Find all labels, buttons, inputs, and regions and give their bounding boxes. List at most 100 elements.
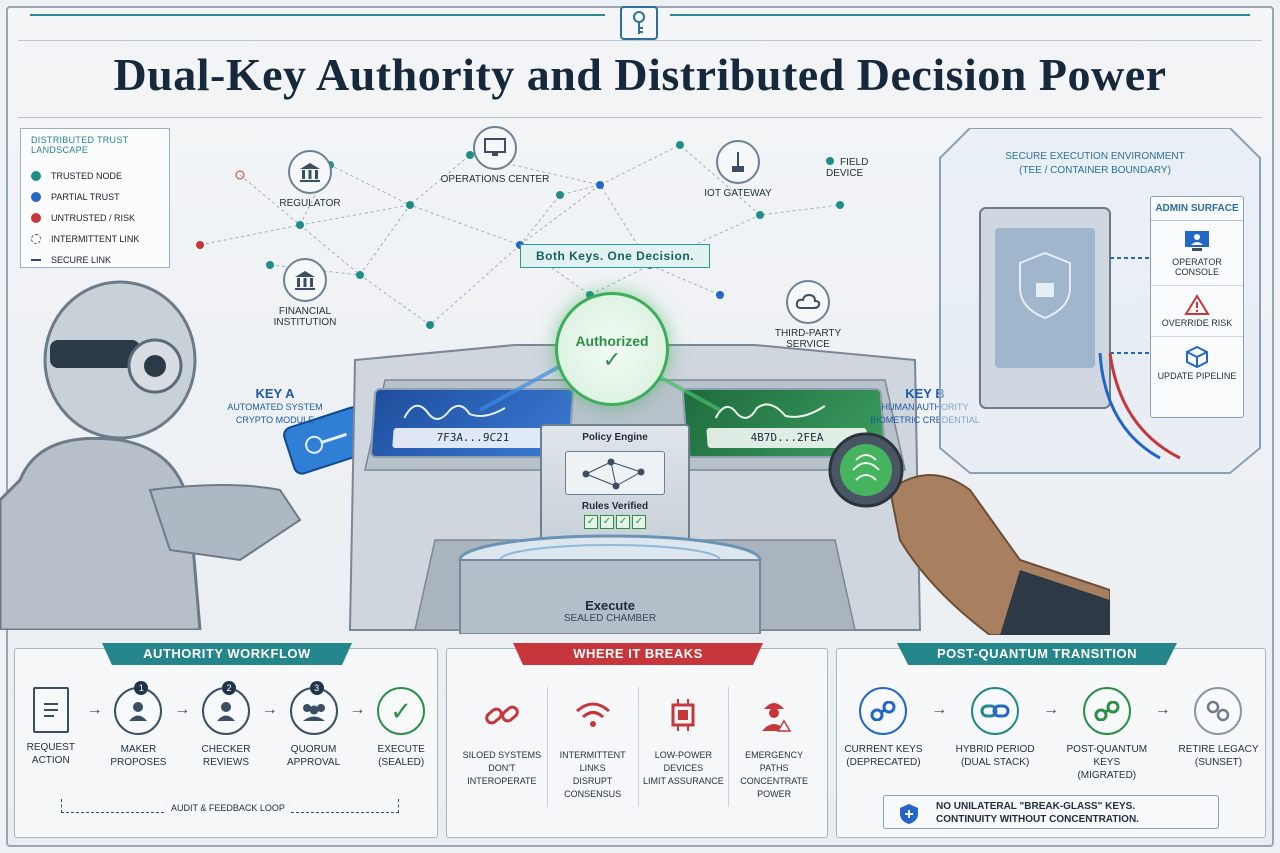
pq-steps: Current Keys(Deprecated) → Hybrid Period… xyxy=(837,687,1265,782)
node-field-device: Field Device xyxy=(826,157,869,179)
execution-pedestal xyxy=(458,534,762,634)
rule-checks: ✓✓✓✓ xyxy=(542,515,688,529)
pq-step-current: Current Keys(Deprecated) xyxy=(838,687,928,782)
key-emblem-icon xyxy=(620,6,658,40)
authorized-seal: Authorized ✓ xyxy=(555,292,669,406)
key-b-label: Key B Human Authority Biometric Credenti… xyxy=(870,386,980,425)
admin-heading: Admin Surface xyxy=(1151,197,1243,221)
break-siloed-systems: Siloed SystemsDon't Interoperate xyxy=(457,687,548,807)
legend-item-trusted: Trusted Node xyxy=(31,165,159,186)
legend-item-untrusted: Untrusted / Risk xyxy=(31,207,159,228)
teal-dot-icon xyxy=(31,170,41,181)
workflow-step-quorum: 3 QuorumApproval xyxy=(286,681,341,768)
pq-step-retire: Retire Legacy(Sunset) xyxy=(1173,687,1263,782)
workflow-step-request: RequestAction xyxy=(15,687,87,767)
workflow-title: Authority Workflow xyxy=(102,643,352,665)
rules-verified-label: Rules Verified xyxy=(581,501,649,512)
arrow-right-icon: → xyxy=(261,701,278,718)
secure-environment-label: Secure Execution Environment (TEE / Cont… xyxy=(1005,151,1185,176)
shield-icon xyxy=(898,802,920,830)
node-iot-gateway: IoT Gateway xyxy=(696,140,780,199)
package-icon xyxy=(1155,345,1239,371)
monitor-icon xyxy=(473,126,517,170)
workflow-steps: RequestAction → 1 MakerProposes → 2 Chec… xyxy=(15,681,437,769)
both-keys-banner: Both Keys. One Decision. xyxy=(520,244,710,268)
human-hand-illustration xyxy=(828,432,1110,635)
check-icon: ✓ xyxy=(602,347,622,372)
top-rule-left xyxy=(30,14,605,16)
admin-item-override-risk[interactable]: Override Risk xyxy=(1151,286,1243,337)
trust-legend: Distributed Trust Landscape Trusted Node… xyxy=(20,128,170,268)
arrow-right-icon: → xyxy=(931,701,948,718)
key-a-code: 7F3A...9C21 xyxy=(392,428,554,448)
continuity-note: No Unilateral "Break-Glass" Keys. Contin… xyxy=(883,795,1219,829)
chain-icon xyxy=(971,687,1020,735)
wifi-icon xyxy=(575,702,610,727)
where-it-breaks-panel: Where It Breaks Siloed SystemsDon't Inte… xyxy=(446,643,828,838)
legend-item-secure: Secure Link xyxy=(31,249,159,270)
admin-item-update-pipeline[interactable]: Update Pipeline xyxy=(1151,337,1243,389)
link-icon xyxy=(859,687,908,735)
arrow-right-icon: → xyxy=(1042,701,1059,718)
breaks-title: Where It Breaks xyxy=(513,643,763,665)
group-icon: 3 xyxy=(289,681,338,735)
pq-title: Post-Quantum Transition xyxy=(897,643,1177,665)
authority-workflow-panel: Authority Workflow RequestAction → 1 Mak… xyxy=(14,643,438,838)
key-a-label: Key A Automated System Crypto Module xyxy=(227,386,323,425)
post-quantum-panel: Post-Quantum Transition Current Keys(Dep… xyxy=(836,643,1266,838)
policy-engine: Policy Engine Rules Verified ✓✓✓✓ xyxy=(540,424,690,544)
breaks-list: Siloed SystemsDon't Interoperate Intermi… xyxy=(457,687,819,807)
dashed-circle-icon xyxy=(31,233,41,244)
check-icon: ✓ xyxy=(377,687,426,735)
key-a-signature-panel: 7F3A...9C21 xyxy=(369,388,575,458)
audit-loop-label: Audit & Feedback Loop xyxy=(165,803,291,813)
legend-item-partial: Partial Trust xyxy=(31,186,159,207)
signature-icon xyxy=(714,403,826,419)
node-operations-center: Operations Center xyxy=(440,126,550,185)
red-dot-icon xyxy=(31,212,41,223)
key-b-signature-panel: 4B7D...2FEA xyxy=(681,388,887,458)
top-rule-right xyxy=(670,14,1250,16)
pq-step-migrated: Post-Quantum Keys(Migrated) xyxy=(1062,687,1152,782)
admin-surface-panel: Admin Surface Operator Console Override … xyxy=(1150,196,1244,418)
arrow-right-icon: → xyxy=(349,701,366,718)
node-regulator: Regulator xyxy=(270,150,350,209)
emergency-worker-icon xyxy=(762,703,792,732)
antenna-icon xyxy=(716,140,760,184)
blue-dot-icon xyxy=(31,191,41,202)
bank-icon xyxy=(288,150,332,194)
break-intermittent-links: Intermittent LinksDisrupt Consensus xyxy=(548,687,639,807)
bank-icon xyxy=(283,258,327,302)
title-bar xyxy=(18,40,1262,118)
link-icon xyxy=(1082,687,1131,735)
broken-link-icon xyxy=(485,705,519,725)
cloud-icon xyxy=(786,280,830,324)
legend-heading: Distributed Trust Landscape xyxy=(31,135,129,155)
break-emergency-paths: Emergency PathsConcentrate Power xyxy=(729,687,819,807)
admin-item-operator-console[interactable]: Operator Console xyxy=(1151,221,1243,286)
break-low-power-devices: Low-Power DevicesLimit Assurance xyxy=(639,687,730,807)
policy-network-icon xyxy=(565,451,665,495)
arrow-right-icon: → xyxy=(86,701,103,718)
workflow-step-execute: ✓ Execute(Sealed) xyxy=(365,687,437,769)
line-icon xyxy=(31,258,41,261)
authorized-label: Authorized xyxy=(575,333,649,349)
person-icon: 1 xyxy=(114,681,163,735)
document-icon xyxy=(32,687,69,733)
legend-item-intermittent: Intermittent Link xyxy=(31,228,159,249)
teal-dot-icon xyxy=(826,157,834,165)
arrow-right-icon: → xyxy=(174,701,191,718)
node-financial-institution: Financial Institution xyxy=(260,258,350,328)
workflow-step-checker: 2 CheckerReviews xyxy=(201,681,251,768)
pq-step-hybrid: Hybrid Period(Dual Stack) xyxy=(950,687,1040,782)
chip-icon xyxy=(671,699,695,731)
robot-illustration xyxy=(0,280,370,630)
execute-label: Execute Sealed Chamber xyxy=(563,598,657,624)
page-title: Dual-Key Authority and Distributed Decis… xyxy=(113,49,1167,100)
arrow-right-icon: → xyxy=(1154,701,1171,718)
warning-icon xyxy=(1155,294,1239,318)
person-icon: 2 xyxy=(201,681,250,735)
operator-icon xyxy=(1155,229,1239,257)
broken-chain-icon xyxy=(1194,687,1243,735)
node-third-party-service: Third-Party Service xyxy=(768,280,848,350)
